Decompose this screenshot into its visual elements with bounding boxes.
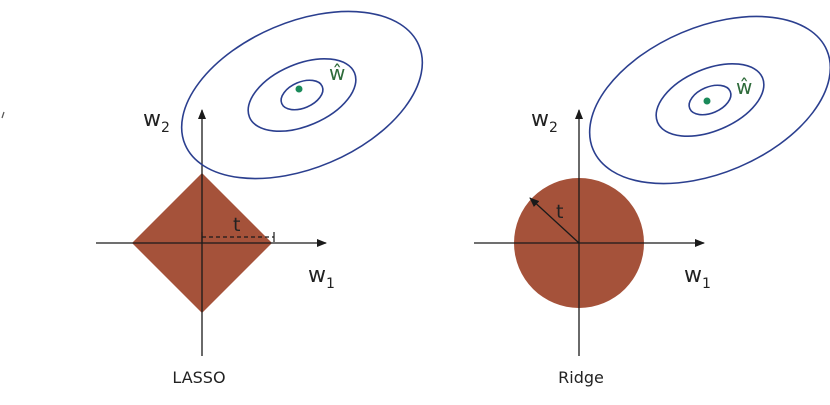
ridge-caption: Ridge — [558, 368, 604, 387]
stray-mark — [1, 111, 5, 119]
ridge-panel: ŵ t w2 w1 Ridge — [474, 15, 830, 387]
ridge-contour-middle — [655, 63, 765, 137]
lasso-contour-inner — [280, 79, 324, 111]
ridge-contour-inner — [688, 84, 732, 116]
lasso-estimate-dot — [295, 85, 303, 93]
lasso-radius-label: t — [233, 214, 240, 236]
ridge-x-axis-label: w1 — [684, 263, 711, 292]
ridge-y-axis-label: w2 — [531, 107, 558, 136]
ridge-radius-arrow — [529, 197, 580, 244]
ridge-estimate-label: ŵ — [736, 75, 752, 99]
ridge-radius-label: t — [556, 201, 563, 223]
lasso-caption: LASSO — [172, 368, 225, 387]
lasso-panel: ŵ t w2 w1 LASSO — [96, 10, 424, 387]
lasso-x-axis-label: w1 — [308, 263, 335, 292]
lasso-y-axis-label: w2 — [143, 107, 170, 136]
ridge-estimate-dot — [703, 97, 711, 105]
lasso-contour-middle — [247, 58, 357, 132]
lasso-estimate-label: ŵ — [329, 61, 345, 85]
